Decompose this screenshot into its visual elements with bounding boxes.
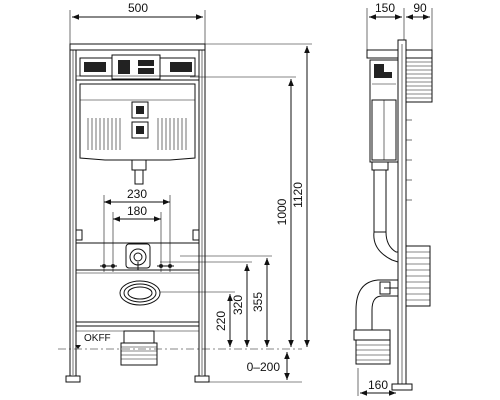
drain-connection [119,280,161,306]
dim-150: 150 [366,1,405,52]
dim-320: 320 [231,264,250,347]
dim-label-1000: 1000 [275,198,289,225]
outlet-pipe [120,330,158,366]
dim-label-1120: 1120 [291,182,305,208]
dim-label-500: 500 [128,1,148,15]
dim-230: 230 [103,187,171,272]
wall-anchor-rod [405,57,433,103]
side-lower-bracket [405,245,431,307]
dim-label-230: 230 [127,187,147,201]
dim-0-200: 0–200 [247,352,290,380]
water-inlet [125,243,151,270]
side-top-bracket [366,49,433,59]
dim-1120: 1120 [291,46,310,347]
left-strap [75,229,83,241]
dim-180: 180 [112,204,162,272]
side-flush-pipe [371,161,399,263]
flush-actuator [76,54,199,80]
dim-width-500: 500 [69,1,206,45]
side-post [391,39,413,391]
side-outlet [353,329,391,365]
dim-label-160: 160 [368,378,388,392]
upper-frame [75,49,200,81]
dim-355: 355 [251,258,270,347]
top-rail [69,43,206,51]
side-view: 150 90 [353,1,433,396]
bottom-rail [76,321,199,332]
dim-label-180: 180 [127,204,147,218]
dim-220: 220 [214,294,233,347]
side-ribs [406,119,412,201]
extension-lines [160,43,312,383]
side-cistern [369,59,399,163]
side-drain-bend [355,279,399,331]
right-strap [192,229,200,241]
dim-1000: 1000 [275,79,294,347]
front-view: 500 [58,1,312,383]
dim-label-90: 90 [413,1,427,15]
dim-label-150: 150 [375,1,395,15]
floor-line: OKFF [58,333,302,350]
dim-160: 160 [357,368,396,396]
dim-label-320: 320 [231,295,245,315]
dim-label-0-200: 0–200 [247,360,281,374]
floor-label: OKFF [84,333,111,344]
bolt-marks [100,264,174,268]
dim-label-355: 355 [251,292,265,312]
dim-label-220: 220 [214,311,228,331]
dim-90: 90 [406,1,433,52]
cistern [79,83,196,185]
